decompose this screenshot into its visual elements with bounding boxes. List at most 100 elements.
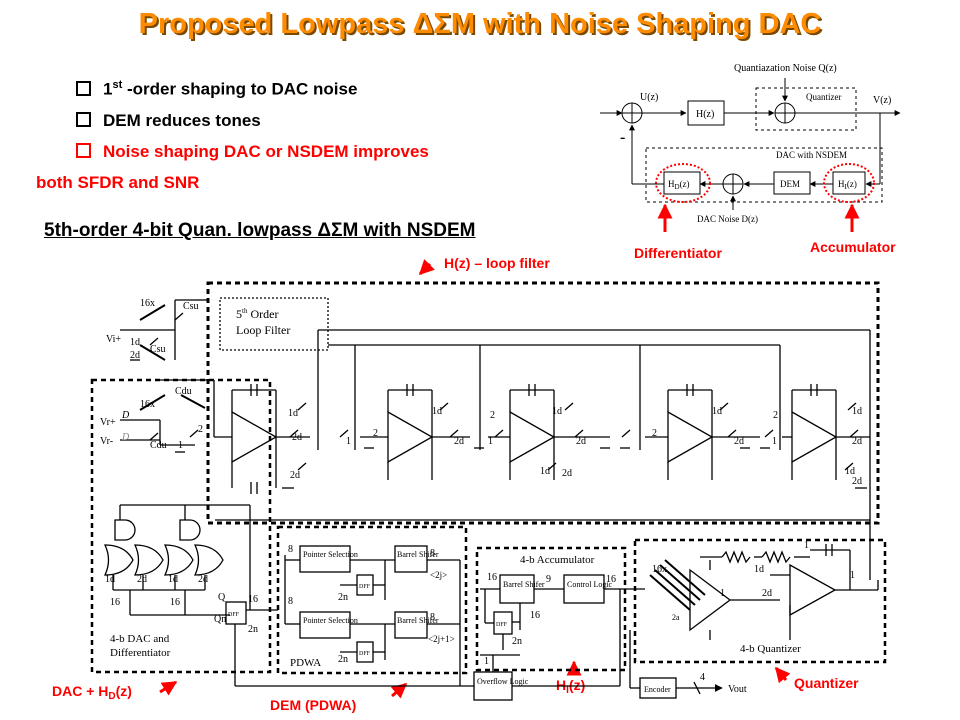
svg-text:2: 2 [373, 428, 378, 439]
svg-text:1: 1 [850, 570, 855, 581]
quantizer-group [755, 87, 857, 131]
svg-text:8: 8 [430, 548, 435, 559]
svg-text:Cdu: Cdu [175, 386, 192, 397]
svg-text:1: 1 [804, 540, 809, 551]
svg-text:16x: 16x [140, 399, 155, 410]
svg-text:DFF: DFF [496, 622, 508, 628]
dac-dff [225, 601, 247, 625]
svg-text:1: 1 [720, 588, 725, 599]
opamp-stage-5 [782, 384, 870, 480]
loop-filter-box [206, 281, 880, 525]
svg-text:Pointer Selection: Pointer Selection [303, 550, 358, 559]
svg-text:2d: 2d [852, 436, 862, 447]
bullet-item: DEM reduces tones [76, 105, 429, 136]
svg-text:Quantizer: Quantizer [806, 92, 841, 102]
differentiator-label: Differentiator [634, 245, 722, 261]
svg-text:1d: 1d [288, 408, 298, 419]
bullet-item: 1st -order shaping to DAC noise [76, 70, 429, 105]
svg-text:2d: 2d [198, 574, 208, 585]
svg-text:2n: 2n [512, 636, 522, 647]
svg-text:Vr-: Vr- [100, 436, 113, 447]
svg-text:16: 16 [170, 597, 180, 608]
svg-text:1: 1 [178, 440, 183, 451]
svg-text:DEM: DEM [780, 179, 800, 189]
svg-text:Overflow Logic: Overflow Logic [477, 677, 529, 686]
svg-text:DAC with NSDEM: DAC with NSDEM [776, 150, 847, 160]
svg-text:Q: Q [218, 592, 226, 603]
svg-text:2n: 2n [248, 624, 258, 635]
svg-text:1d: 1d [540, 466, 550, 477]
svg-text:<2j+1>: <2j+1> [428, 634, 455, 644]
svg-text:DFF: DFF [359, 584, 371, 590]
svg-text:Barrel Shifer: Barrel Shifer [503, 580, 545, 589]
svg-text:4-b Quantizer: 4-b Quantizer [740, 643, 801, 655]
svg-text:-: - [620, 129, 625, 146]
svg-text:1: 1 [484, 656, 489, 667]
svg-text:1: 1 [346, 436, 351, 447]
svg-text:4-b DAC and: 4-b DAC and [110, 633, 170, 645]
loop-filter-title-box [219, 297, 329, 351]
hd-block [663, 171, 701, 195]
svg-text:16x: 16x [652, 564, 667, 575]
svg-text:2d: 2d [454, 436, 464, 447]
svg-text:1d: 1d [130, 337, 140, 348]
svg-text:Vout: Vout [728, 684, 747, 695]
svg-text:Pointer Selection: Pointer Selection [303, 616, 358, 625]
quantizer-box [633, 538, 887, 664]
bullet-text: DEM reduces tones [103, 110, 261, 130]
quant-noise-label: Quantiazation Noise Q(z) [734, 63, 837, 74]
opamp-stage-3 [488, 384, 610, 480]
svg-text:Barrel Shifer: Barrel Shifer [397, 616, 439, 625]
svg-text:2d: 2d [576, 436, 586, 447]
svg-text:2d: 2d [734, 436, 744, 447]
svg-text:Csu: Csu [150, 344, 166, 355]
opamp-stage-1 [214, 384, 310, 494]
svg-text:Vi+: Vi+ [106, 334, 121, 345]
svg-text:16: 16 [487, 572, 497, 583]
pointer-selection-1 [299, 545, 351, 573]
svg-text:2: 2 [198, 424, 203, 435]
loop-filter-label: H(z) – loop filter [444, 255, 550, 271]
svg-text:2: 2 [773, 410, 778, 421]
svg-text:2d: 2d [290, 470, 300, 481]
bullet-text: Noise shaping DAC or NSDEM improves [103, 141, 429, 161]
page-title: Proposed Lowpass ΔΣM with Noise Shaping … [138, 8, 822, 40]
svg-text:2d: 2d [292, 432, 302, 443]
differentiator-highlight [655, 163, 711, 203]
loop-filter-title-2: Loop Filter [236, 323, 290, 337]
checkbox-bullet-icon [76, 111, 91, 127]
svg-text:<2j>: <2j> [430, 570, 447, 580]
svg-text:4: 4 [700, 672, 705, 683]
svg-text:2n: 2n [338, 592, 348, 603]
subtitle: 5th-order 4-bit Quan. lowpass ΔΣM with N… [44, 220, 476, 241]
svg-text:HD(z): HD(z) [668, 179, 690, 191]
svg-text:Cdu: Cdu [150, 440, 167, 451]
svg-text:1: 1 [772, 436, 777, 447]
svg-text:Qn: Qn [214, 614, 226, 625]
accumulator-box [475, 546, 627, 672]
svg-text:Barrel Shifer: Barrel Shifer [397, 550, 439, 559]
quantizer-label: Quantizer [794, 675, 859, 691]
dac-hd-label: DAC + HD(z) [52, 683, 132, 702]
pointer-selection-2 [299, 611, 351, 639]
svg-text:2: 2 [490, 410, 495, 421]
svg-text:2d: 2d [762, 588, 772, 599]
annotations: Differentiator Accumulator H(z) – loop f… [52, 239, 896, 713]
block-diagram: U(z) V(z) Quantiazation Noise Q(z) H(z) … [600, 63, 901, 232]
svg-text:2d: 2d [852, 476, 862, 487]
svg-text:1d: 1d [852, 406, 862, 417]
switches [149, 312, 859, 471]
accumulator-highlight [823, 163, 875, 203]
bullet-item: Noise shaping DAC or NSDEM improves [76, 136, 429, 167]
svg-text:1d: 1d [168, 574, 178, 585]
loop-filter-title-1: 5th Order [236, 307, 278, 321]
svg-text:D: D [121, 432, 130, 443]
svg-text:2d: 2d [562, 468, 572, 479]
bullet-list: 1st -order shaping to DAC noise DEM redu… [36, 70, 429, 198]
svg-text:1d: 1d [432, 406, 442, 417]
svg-text:DAC Noise D(z): DAC Noise D(z) [697, 214, 758, 224]
opamp-stage-2 [360, 384, 470, 480]
svg-text:Control Logic: Control Logic [567, 580, 613, 589]
ground-symbols [130, 359, 867, 489]
